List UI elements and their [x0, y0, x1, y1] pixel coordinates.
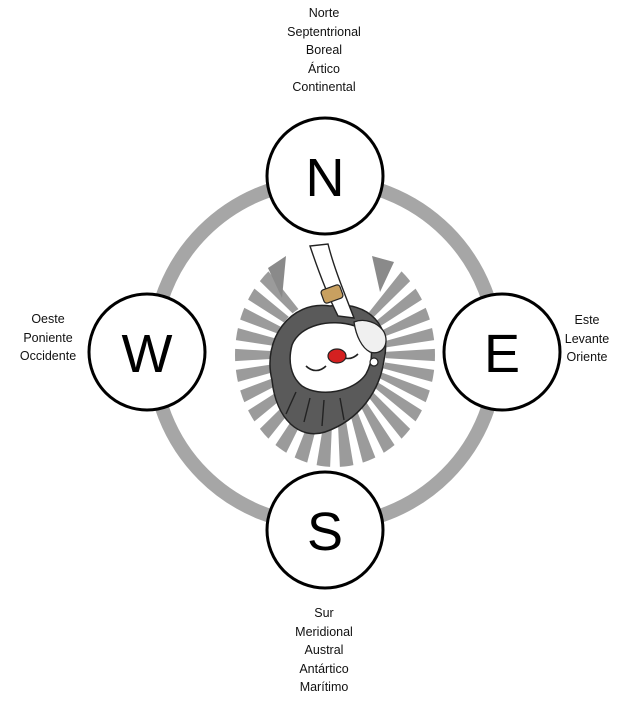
east-letter: E [484, 324, 520, 384]
west-name: Occidente [19, 349, 77, 363]
west-name: Poniente [23, 330, 73, 345]
south-name: Sur [314, 606, 334, 620]
hatch-ray [373, 360, 435, 390]
north-name: Boreal [305, 43, 343, 57]
west-circle [87, 292, 207, 412]
hatch-ray [370, 294, 435, 341]
south-name: Marítimo [299, 680, 349, 694]
north-names: Norte Septentrional Boreal Ártico Contin… [264, 4, 384, 97]
north-name: Norte [308, 6, 340, 20]
center-illustration-icon [235, 243, 435, 467]
hatch-ray [374, 347, 435, 363]
south-name: Meridional [295, 624, 353, 639]
hatch-ray [373, 320, 435, 350]
north-circle [265, 116, 385, 236]
north-name: Ártico [308, 61, 340, 76]
north-name: Septentrional [287, 24, 361, 39]
north-letter: N [306, 148, 345, 208]
south-name: Austral [304, 643, 344, 657]
hatch-ray [370, 369, 435, 416]
south-names: Sur Meridional Austral Antártico Marítim… [264, 604, 384, 697]
south-direction: S [265, 470, 385, 590]
east-direction: E [442, 292, 562, 412]
north-direction: N [265, 116, 385, 236]
east-names: Este Levante Oriente [554, 311, 620, 367]
south-name: Antártico [299, 661, 349, 676]
south-letter: S [307, 502, 343, 562]
hatch-ray [235, 294, 300, 341]
west-direction: W [87, 292, 207, 412]
west-names: Oeste Poniente Occidente [8, 310, 88, 366]
east-name: Oriente [566, 350, 608, 364]
east-name: Este [574, 313, 600, 327]
east-circle [442, 292, 562, 412]
west-name: Oeste [31, 312, 65, 326]
west-letter: W [122, 324, 173, 384]
east-name: Levante [564, 331, 610, 346]
north-name: Continental [292, 80, 356, 94]
hatch-ray [235, 347, 296, 363]
south-circle [265, 470, 385, 590]
